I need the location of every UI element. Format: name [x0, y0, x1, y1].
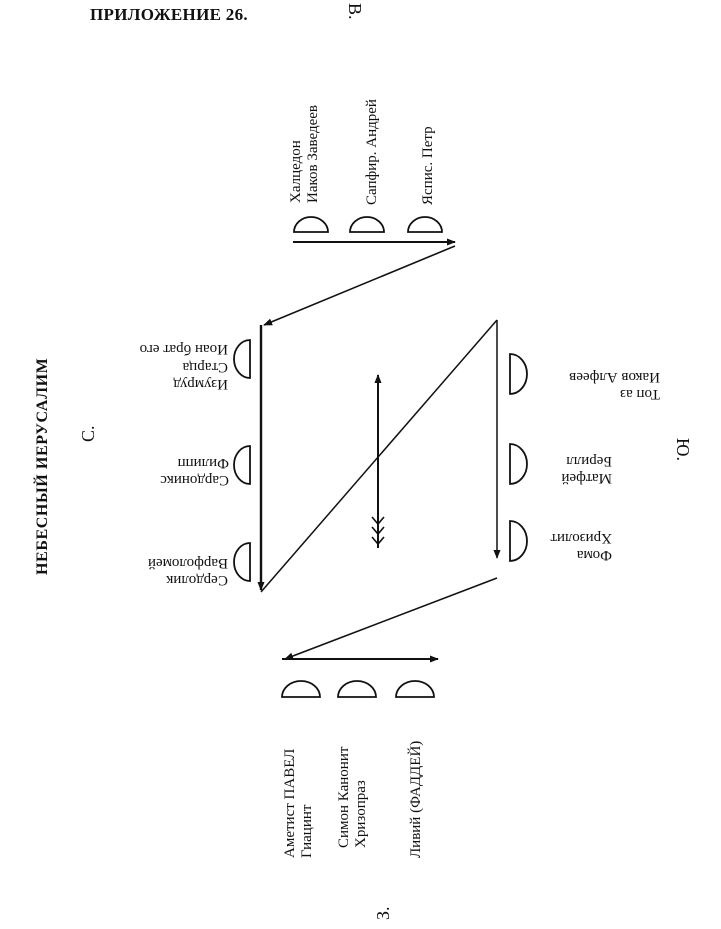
page-title: НЕБЕСНЫЙ ИЕРУСАЛИМ: [34, 357, 51, 575]
arrow-east-to-north: [263, 245, 456, 326]
semicircle-gate-icon: [509, 353, 528, 395]
gate-line: Хризопраз: [353, 780, 370, 848]
north-gate-label: Сердолик Варфоломей: [147, 554, 228, 588]
east-gate-label: Сапфир. Андрей: [364, 99, 381, 205]
gate-line: Гиацинт: [299, 804, 316, 858]
south-gate-label: Топ аз Иаков Алфеев: [569, 368, 660, 402]
direction-north: С.: [78, 425, 98, 442]
gate-icons: [233, 216, 528, 698]
semicircle-gate-icon: [281, 680, 321, 698]
appendix-label: ПРИЛОЖЕНИЕ 26.: [90, 5, 248, 24]
gate-line: Иаков Алфеев: [569, 368, 660, 385]
gate-line: Сапфир. Андрей: [364, 99, 380, 205]
semicircle-gate-icon: [395, 680, 435, 698]
semicircle-gate-icon: [233, 445, 251, 485]
gate-line: Топ аз: [620, 386, 660, 402]
direction-south: Ю.: [673, 438, 693, 462]
gate-line: Иоан брат его: [139, 341, 228, 358]
gate-line: Филипп: [177, 454, 229, 471]
semicircle-gate-icon: [509, 520, 528, 562]
gate-line: Сардоникс: [160, 472, 229, 488]
gate-line: Яспис. Петр: [420, 126, 436, 205]
gate-line: Старца: [182, 358, 228, 375]
gate-line: Фома: [576, 547, 612, 563]
gate-line: Берилл: [566, 452, 612, 469]
north-gate-label: Сардоникс Филипп: [160, 454, 229, 488]
semicircle-gate-icon: [349, 216, 385, 233]
gate-line: Аметист ПАВЕЛ: [282, 748, 298, 858]
semicircle-gate-icon: [509, 443, 528, 485]
west-gate-label: Симон Канонит Хризопраз: [336, 747, 371, 848]
semicircle-gate-icon: [233, 542, 251, 582]
central-arrow: [371, 374, 385, 548]
semicircle-gate-icon: [293, 216, 329, 233]
gate-line: Хризолит: [550, 529, 612, 546]
east-gate-label: Яспис. Петр: [420, 126, 437, 205]
gate-line: Сердолик: [166, 572, 228, 588]
arrow-south-to-west: [284, 577, 498, 660]
west-gate-label: Ливий (ФАДДЕЙ): [408, 741, 425, 858]
direction-west: З.: [373, 906, 393, 920]
south-gate-label: Матфей Берилл: [561, 452, 612, 486]
east-gate-label: Халцедон Иаков Заведеев: [288, 105, 323, 203]
gate-line: Иаков Заведеев: [305, 104, 322, 203]
south-gate-label: Фома Хризолит: [550, 529, 612, 563]
west-gate-label: Аметист ПАВЕЛ Гиацинт: [282, 749, 317, 858]
gate-line: Халцедон: [288, 140, 304, 203]
direction-east: В.: [345, 3, 365, 20]
gate-line: Симон Канонит: [336, 746, 352, 848]
arrow-fletching-icon: [371, 516, 385, 546]
gate-line: Ливий (ФАДДЕЙ): [408, 740, 424, 858]
semicircle-gate-icon: [407, 216, 443, 233]
gate-line: Матфей: [561, 470, 612, 486]
semicircle-gate-icon: [233, 339, 251, 379]
north-gate-label: Изумруд Старца Иоан брат его: [139, 340, 228, 393]
gate-line: Варфоломей: [147, 554, 228, 571]
semicircle-gate-icon: [337, 680, 377, 698]
gate-line: Изумруд: [173, 376, 228, 392]
